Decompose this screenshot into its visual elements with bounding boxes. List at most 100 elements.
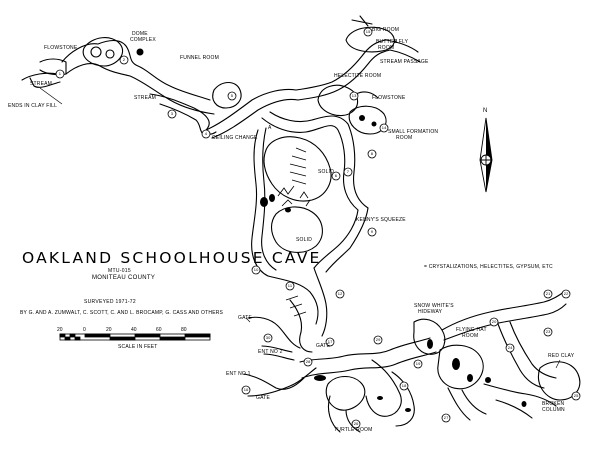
survey-credits: BY G. AND A. ZUMWALT, C. SCOTT, C. AND L… bbox=[20, 310, 224, 316]
label-funnel-room: FUNNEL ROOM bbox=[180, 55, 219, 61]
formation-blob-1 bbox=[260, 197, 268, 207]
station-circle bbox=[119, 55, 129, 65]
ceiling-change bbox=[205, 88, 297, 131]
label-snow-whites-2: HIDEWAY bbox=[418, 309, 443, 315]
stream-nw bbox=[21, 72, 59, 81]
station-number: 26 bbox=[353, 421, 359, 426]
flowstone-ne bbox=[355, 91, 379, 99]
label-solid-lower: SOLID bbox=[296, 237, 313, 243]
station-circle bbox=[505, 343, 515, 353]
bottom-gate-passage bbox=[247, 367, 317, 397]
west-passage-b bbox=[261, 127, 277, 271]
scale-tick-1: 0 bbox=[83, 327, 86, 333]
scale-tick-2: 20 bbox=[106, 327, 112, 333]
maze-loop-2 bbox=[391, 371, 415, 427]
west-passage bbox=[251, 129, 269, 277]
station-number: 11 bbox=[287, 283, 293, 288]
station-circle bbox=[489, 317, 499, 327]
station-number: 7 bbox=[346, 169, 350, 174]
station-circle bbox=[201, 129, 211, 139]
station-circle bbox=[325, 337, 335, 347]
station-number: 24 bbox=[507, 345, 513, 350]
north-label: N bbox=[483, 108, 488, 114]
station-number: 30 bbox=[265, 335, 271, 340]
funnel-room bbox=[212, 81, 242, 109]
label-stream-passage: STREAM PASSAGE bbox=[380, 59, 429, 65]
ends-clay-fill bbox=[29, 77, 61, 88]
kennys-squeeze bbox=[313, 207, 369, 273]
label-red-clay: RED CLAY bbox=[548, 353, 575, 359]
formation-blob-7 bbox=[467, 374, 473, 382]
butterfly-link bbox=[351, 15, 373, 27]
station-number: 16 bbox=[243, 387, 249, 392]
loop-upper-inner bbox=[269, 111, 369, 209]
station-number: 21 bbox=[545, 291, 551, 296]
ent-1-passage bbox=[243, 373, 305, 390]
station-circle bbox=[349, 91, 359, 101]
station-circle bbox=[303, 357, 313, 367]
stream-passage bbox=[385, 39, 421, 63]
station-circle bbox=[413, 359, 423, 369]
passage-nw-dome bbox=[61, 39, 211, 101]
scale-tick-0: 20 bbox=[57, 327, 63, 333]
east-tail bbox=[495, 399, 533, 419]
label-dome-complex-2: COMPLEX bbox=[130, 37, 156, 43]
station-number: 6 bbox=[334, 173, 338, 178]
station-circle bbox=[561, 289, 571, 299]
station-number: 20 bbox=[491, 319, 497, 324]
solid-lower-boundary bbox=[270, 206, 323, 253]
label-big-room: BIG ROOM bbox=[372, 27, 400, 33]
formation-blob-13 bbox=[405, 408, 411, 412]
station-number: 10 bbox=[253, 267, 259, 272]
formation-blob-3 bbox=[285, 207, 291, 213]
slope-lines bbox=[289, 147, 307, 185]
label-ent-no1: ENT NO 1 bbox=[226, 371, 251, 377]
station-number: 15 bbox=[365, 29, 371, 34]
station-number: 25 bbox=[573, 393, 579, 398]
east-branch-down bbox=[497, 323, 545, 389]
maze-west-b bbox=[301, 351, 437, 379]
station-number: 4 bbox=[204, 131, 208, 136]
label-ends-in-clay-fill: ENDS IN CLAY FILL bbox=[8, 103, 58, 109]
formation-blob-8 bbox=[485, 377, 491, 383]
lower-slope-lines bbox=[285, 295, 307, 317]
label-turtle-room: TURTLE ROOM bbox=[334, 427, 373, 433]
label-solid-upper: SOLID bbox=[318, 169, 335, 175]
formation-hatch-1 bbox=[277, 185, 295, 207]
station-circle bbox=[363, 27, 373, 37]
station-number: 23 bbox=[545, 329, 551, 334]
station-circle bbox=[263, 333, 273, 343]
label-marker-b: B bbox=[394, 39, 398, 45]
station-number: 5 bbox=[230, 93, 234, 98]
station-number: 27 bbox=[443, 415, 449, 420]
label-flowstone-nw: FLOWSTONE bbox=[44, 45, 78, 51]
survey-date: SURVEYED 1971-72 bbox=[84, 299, 136, 305]
station-number: 9 bbox=[370, 229, 374, 234]
leader-gate bbox=[245, 317, 251, 323]
scale-tick-5: 80 bbox=[181, 327, 187, 333]
station-circle bbox=[241, 385, 251, 395]
formation-hatch-2 bbox=[299, 191, 311, 207]
east-trunk bbox=[441, 291, 565, 331]
station-number: 14 bbox=[381, 125, 387, 130]
south-trunk-b bbox=[289, 299, 313, 353]
formation-blob-12 bbox=[377, 396, 383, 400]
station-number: 19 bbox=[415, 361, 421, 366]
label-flying-hat-1: FLYING HAT bbox=[456, 327, 487, 333]
map-title: OAKLAND SCHOOLHOUSE CAVE bbox=[22, 249, 322, 267]
flying-hat-room bbox=[437, 344, 484, 390]
formation-blob-6 bbox=[452, 358, 460, 370]
station-number: 13 bbox=[351, 93, 357, 98]
station-circle bbox=[167, 109, 177, 119]
station-circle bbox=[335, 289, 345, 299]
station-number: 18 bbox=[401, 383, 407, 388]
station-circle bbox=[343, 167, 353, 177]
label-flying-hat-2: ROOM bbox=[462, 333, 479, 339]
label-gate-mid: GATE bbox=[316, 343, 331, 349]
dome-room bbox=[82, 37, 124, 67]
turtle-passage bbox=[327, 395, 361, 433]
east-branch-down-b bbox=[509, 321, 557, 379]
station-circle bbox=[367, 227, 377, 237]
scale-label: SCALE IN FEET bbox=[118, 344, 158, 350]
